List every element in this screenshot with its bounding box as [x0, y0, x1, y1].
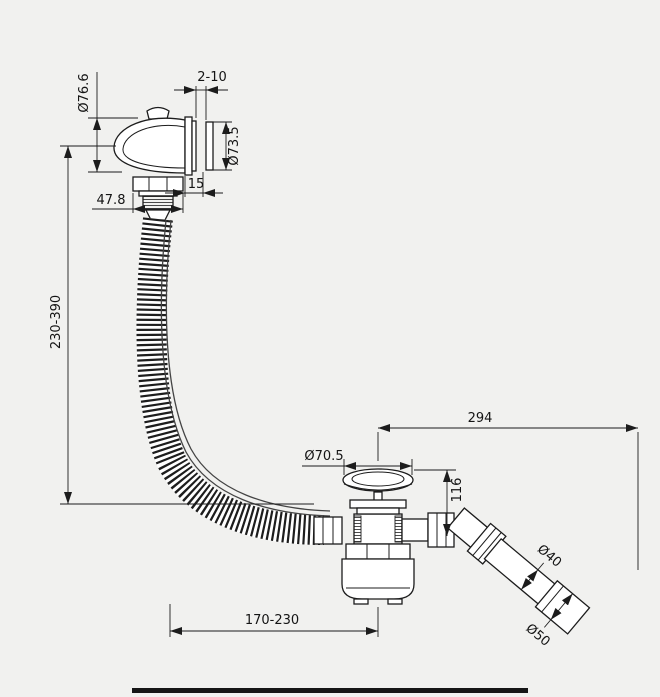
dimension-plug-diameter: Ø70.5 — [302, 449, 413, 475]
dimension-hose-length: 230-390 — [49, 145, 314, 505]
drain-assembly — [313, 468, 455, 605]
dim-label-flange-diameter: Ø73.5 — [227, 126, 242, 165]
outlet-stub — [401, 518, 429, 542]
drain-locknut — [345, 543, 411, 560]
dim-label-drain-height: 116 — [450, 478, 465, 503]
coupling-nut-facet — [472, 527, 497, 556]
trap-cup-foot — [353, 598, 369, 605]
dim-label-socket-diameter: Ø50 — [523, 621, 553, 650]
drain-body-thread-right — [394, 515, 403, 543]
dimension-body-width: 47.8 — [92, 193, 184, 213]
bottom-edge-bar — [132, 688, 528, 693]
dim-label-body-width: 47.8 — [97, 193, 126, 208]
control-cable — [165, 219, 331, 512]
dimension-cap-diameter: Ø76.6 — [77, 72, 138, 173]
dimension-flange-diameter: Ø73.5 — [209, 121, 242, 171]
overflow-faceplate — [184, 116, 193, 176]
dim-label-wall-thickness: 2-10 — [197, 70, 227, 85]
trap-cup-foot — [387, 598, 403, 605]
hose-corrugation — [136, 217, 325, 545]
coupling-nut-facet — [477, 532, 502, 561]
dimension-drain-offset: 170-230 — [169, 604, 379, 637]
overflow-locknut — [132, 176, 184, 192]
dim-label-cap-diameter: Ø76.6 — [77, 73, 92, 112]
overflow-threaded-body — [142, 195, 174, 211]
dim-label-drain-offset: 170-230 — [245, 613, 299, 628]
dim-label-flange-depth: 15 — [188, 177, 205, 192]
plug-flange-lower — [356, 507, 400, 515]
overflow-faceplate-ring — [191, 120, 197, 172]
dimension-outlet-reach: 294 — [377, 411, 639, 570]
overflow-knob — [146, 106, 170, 120]
popup-plug-under-edge — [343, 483, 413, 491]
trap-cup — [341, 558, 415, 600]
dimension-wall-thickness: 2-10 — [174, 70, 228, 120]
dimension-drain-height: 116 — [414, 469, 465, 536]
dim-label-outlet-reach: 294 — [468, 411, 493, 426]
dim-label-pipe-diameter: Ø40 — [534, 542, 564, 571]
overflow-washer — [138, 190, 178, 197]
overflow-dome-cap — [113, 117, 186, 174]
dim-label-plug-diameter: Ø70.5 — [304, 449, 343, 464]
drain-body-thread-left — [353, 515, 362, 543]
control-cable — [160, 219, 331, 517]
overflow-back-flange — [205, 121, 214, 171]
drain-inlet-nut — [313, 516, 343, 545]
flexible-hose — [136, 217, 331, 545]
outlet-pipe-group: Ø40 Ø50 — [446, 507, 591, 650]
dim-label-hose-length: 230-390 — [49, 295, 64, 349]
popup-plug-cap-inner — [351, 471, 405, 487]
overflow-dome-contour — [122, 125, 186, 169]
dimension-flange-depth: 15 — [165, 172, 223, 197]
overflow-assembly — [113, 106, 214, 221]
plug-flange-upper — [349, 499, 407, 509]
